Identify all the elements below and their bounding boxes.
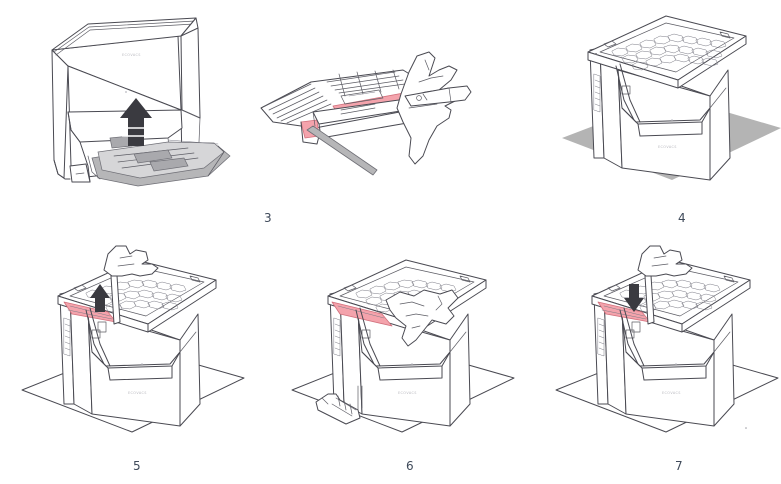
panel-tray-brush-clean <box>253 51 473 182</box>
side-vent <box>593 73 601 113</box>
hand <box>637 245 693 277</box>
panel-reinsert-filter: ECOVACS <box>548 245 781 451</box>
cleaning-cloth <box>385 289 459 347</box>
step-number-7: 7 <box>675 459 684 473</box>
step-number-6: 6 <box>406 459 415 473</box>
panel-wipe-slot: ECOVACS <box>282 246 520 451</box>
grille-surface <box>264 83 332 124</box>
brand-mark-faint: ECOVACS <box>662 391 681 395</box>
tray-top-grille <box>326 69 406 97</box>
side-vent <box>333 317 341 357</box>
brand-mark-faint: ECOVACS <box>122 53 141 57</box>
dock-body <box>593 291 735 427</box>
dock-body <box>329 291 471 427</box>
dock-foot <box>69 163 91 183</box>
panel-dock-gray-mat: ECOVACS <box>560 8 781 213</box>
up-arrow-icon <box>90 284 110 312</box>
brush-tool <box>404 85 472 107</box>
brand-mark-faint: ECOVACS <box>128 391 147 395</box>
side-vent <box>597 317 605 357</box>
honeycomb-mesh-lid <box>327 259 487 333</box>
hand <box>396 51 460 165</box>
panel-lift-filter: ECOVACS <box>12 245 250 451</box>
honeycomb-cells <box>611 33 727 71</box>
dock-body <box>59 291 201 427</box>
side-vent <box>63 317 71 357</box>
down-arrow-icon <box>624 284 644 312</box>
step-number-4: 4 <box>678 211 687 225</box>
brush-tool-on-mat <box>315 393 361 425</box>
pull-out-tray <box>87 135 231 187</box>
brand-mark-faint: ECOVACS <box>398 391 417 395</box>
probe-rod <box>306 125 378 176</box>
stray-dot <box>745 427 747 429</box>
up-arrow-icon <box>120 98 152 146</box>
step-number-5: 5 <box>133 459 142 473</box>
honeycomb-mesh-lid <box>587 15 747 89</box>
step-number-3: 3 <box>264 211 273 225</box>
panel-dock-open-tray: ECOVACS <box>18 6 250 216</box>
brand-mark-faint: ECOVACS <box>658 145 677 149</box>
dock-body <box>589 47 731 181</box>
indicator-dot <box>125 91 127 93</box>
hand <box>103 245 159 277</box>
